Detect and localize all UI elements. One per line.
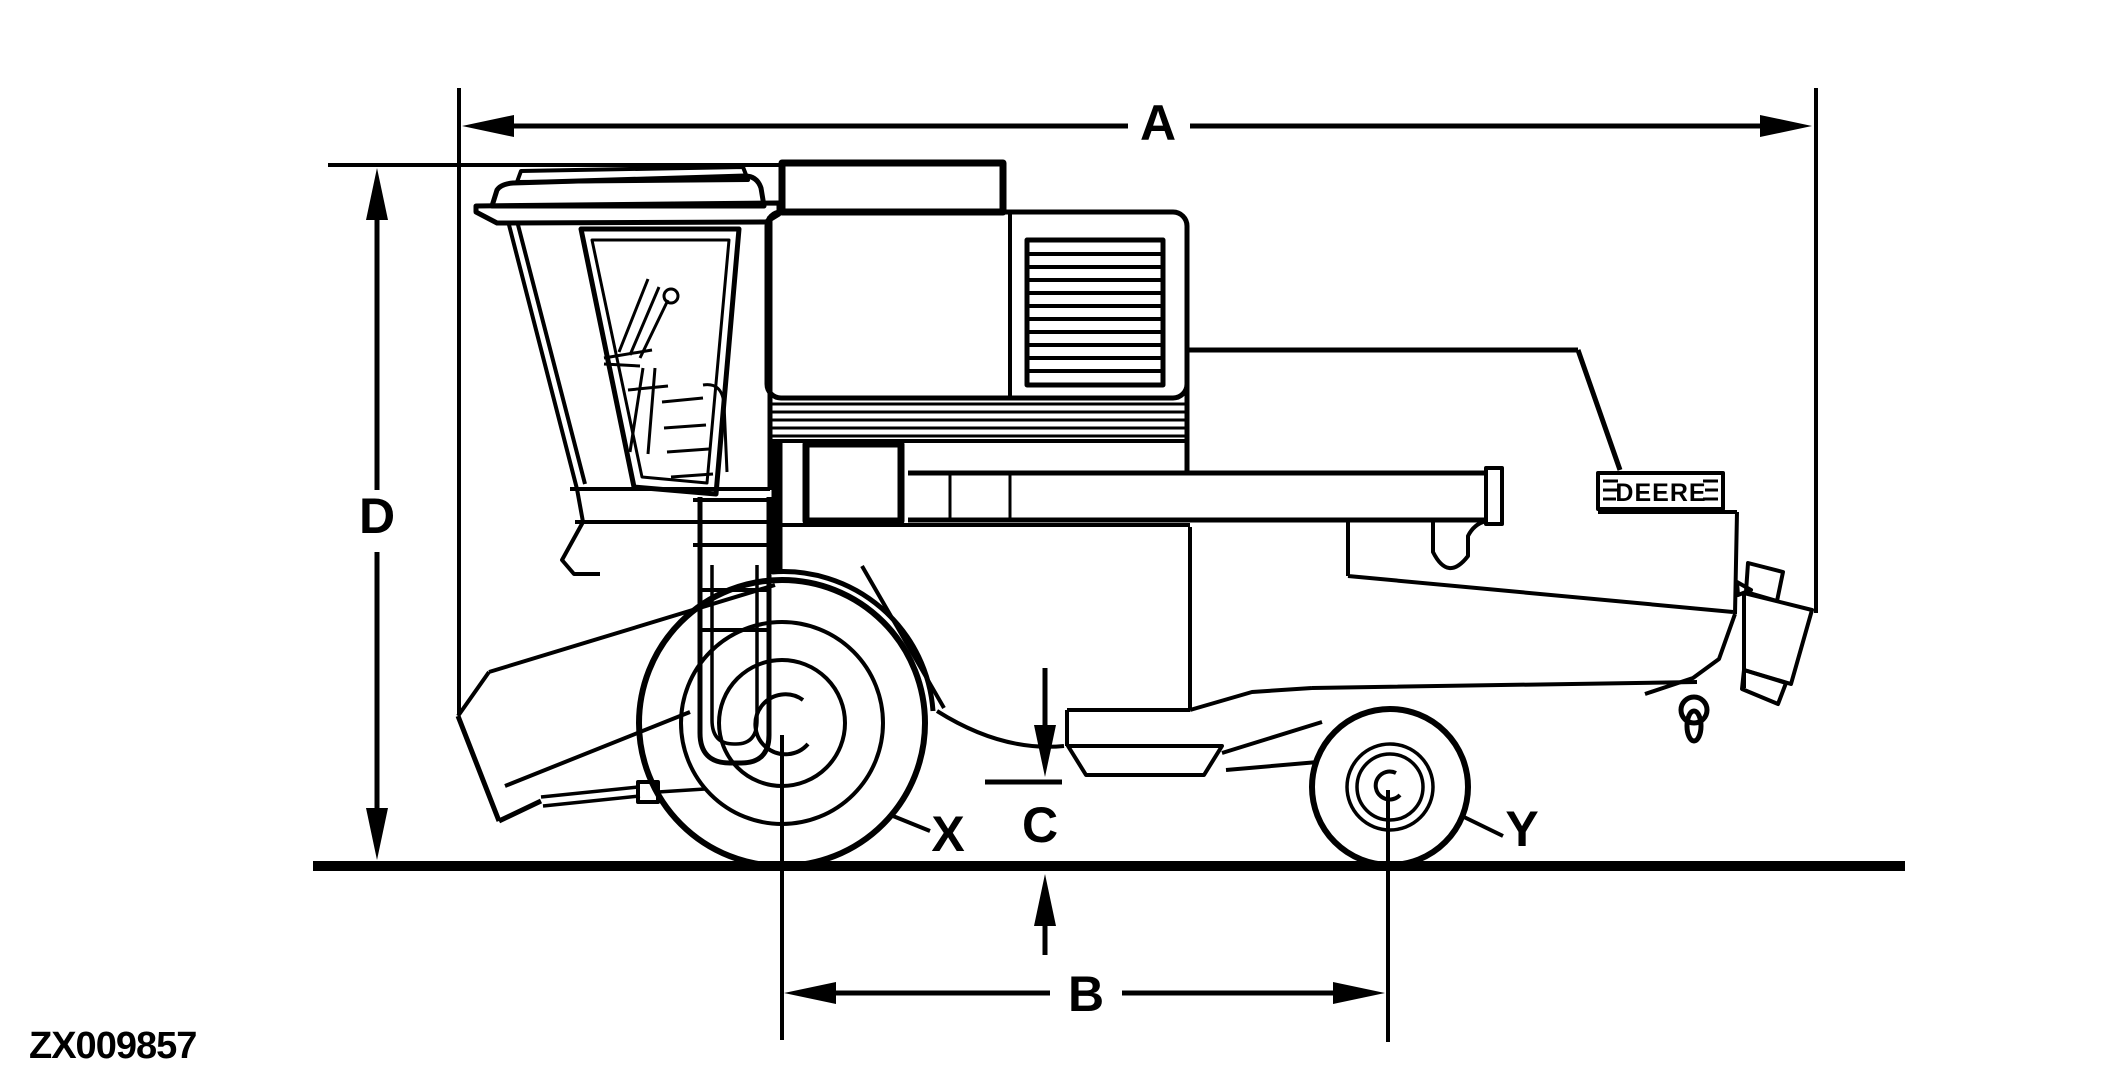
tow-hook xyxy=(1684,708,1704,744)
header-inner-diagonal xyxy=(504,710,691,788)
cab-interior-sketch xyxy=(603,278,729,479)
engine-housing xyxy=(764,209,1190,401)
cab-base xyxy=(560,487,770,576)
rear-axle-beam xyxy=(1066,744,1224,777)
arrowhead-d-top xyxy=(366,168,388,220)
label-d: D xyxy=(359,488,395,544)
rear-axle-arms xyxy=(1221,720,1323,772)
tow-hook-ring xyxy=(1678,694,1710,726)
cab xyxy=(473,165,782,576)
rear-frame-diagonals xyxy=(1311,522,1734,690)
front-wheel-arch xyxy=(771,569,936,712)
header-front-edge xyxy=(455,715,543,824)
engine-grille-slats xyxy=(1029,252,1161,373)
grain-tank-outline xyxy=(1184,347,1623,473)
leader-line-y xyxy=(1463,815,1504,838)
brand-badge-text: DEERE xyxy=(1615,479,1706,507)
unloading-auger xyxy=(908,466,1504,570)
rear-panel xyxy=(1598,510,1739,615)
arrowhead-a-left xyxy=(462,115,514,137)
label-x: X xyxy=(931,806,964,862)
cab-roof xyxy=(489,173,767,209)
auger-support-bracket xyxy=(1431,519,1487,570)
cab-windshield-outer xyxy=(578,226,742,497)
figure-code: ZX009857 xyxy=(29,1025,196,1067)
straw-spreader xyxy=(1735,561,1814,706)
arrowhead-c-down xyxy=(1034,725,1056,777)
auger-end-cap xyxy=(1484,466,1504,526)
label-a: A xyxy=(1140,95,1176,151)
auger-tube-seams xyxy=(948,473,1012,520)
leader-line-x xyxy=(892,814,931,833)
body-lower-edge xyxy=(860,564,946,710)
label-c: C xyxy=(1022,797,1058,853)
dimension-annotations: A D C B X xyxy=(313,88,1905,1042)
ladder-rungs xyxy=(693,498,772,632)
callout-y: Y xyxy=(1463,801,1539,857)
header-lift-cylinder xyxy=(540,785,706,808)
body-underside xyxy=(770,522,1737,777)
arrowhead-a-right xyxy=(1760,115,1812,137)
arrowhead-d-bottom xyxy=(366,808,388,860)
cab-windshield-inner xyxy=(590,238,731,485)
platform-step-box xyxy=(802,440,905,525)
grain-tank: DEERE xyxy=(1184,347,1739,615)
dimension-c: C xyxy=(985,668,1062,955)
label-y: Y xyxy=(1505,801,1538,857)
dimension-d: D xyxy=(359,168,395,860)
brand-badge-stripes xyxy=(1603,479,1718,501)
engine-compartment xyxy=(764,159,1190,443)
header xyxy=(455,583,776,824)
cab-front-pillar xyxy=(506,220,587,490)
rear-hub xyxy=(1373,769,1402,802)
dimension-b: B xyxy=(780,735,1390,1042)
engine-top-box xyxy=(778,159,1007,216)
rear-bumper xyxy=(1644,613,1737,696)
auger-tube xyxy=(908,470,1486,523)
side-panel-stripes xyxy=(772,402,1186,438)
combine-drawing: DEERE xyxy=(455,159,1814,869)
engine-grille xyxy=(1024,237,1166,388)
callout-x: X xyxy=(892,806,965,862)
header-top-edge xyxy=(456,583,776,718)
brand-badge-box xyxy=(1596,471,1725,511)
arrowhead-b-right xyxy=(1333,982,1385,1004)
arrowhead-c-up xyxy=(1034,874,1056,926)
front-hub xyxy=(753,692,810,757)
dimension-a: A xyxy=(462,95,1812,151)
label-b: B xyxy=(1068,966,1104,1022)
underbody-contour xyxy=(935,527,1313,749)
arrowhead-b-left xyxy=(784,982,836,1004)
